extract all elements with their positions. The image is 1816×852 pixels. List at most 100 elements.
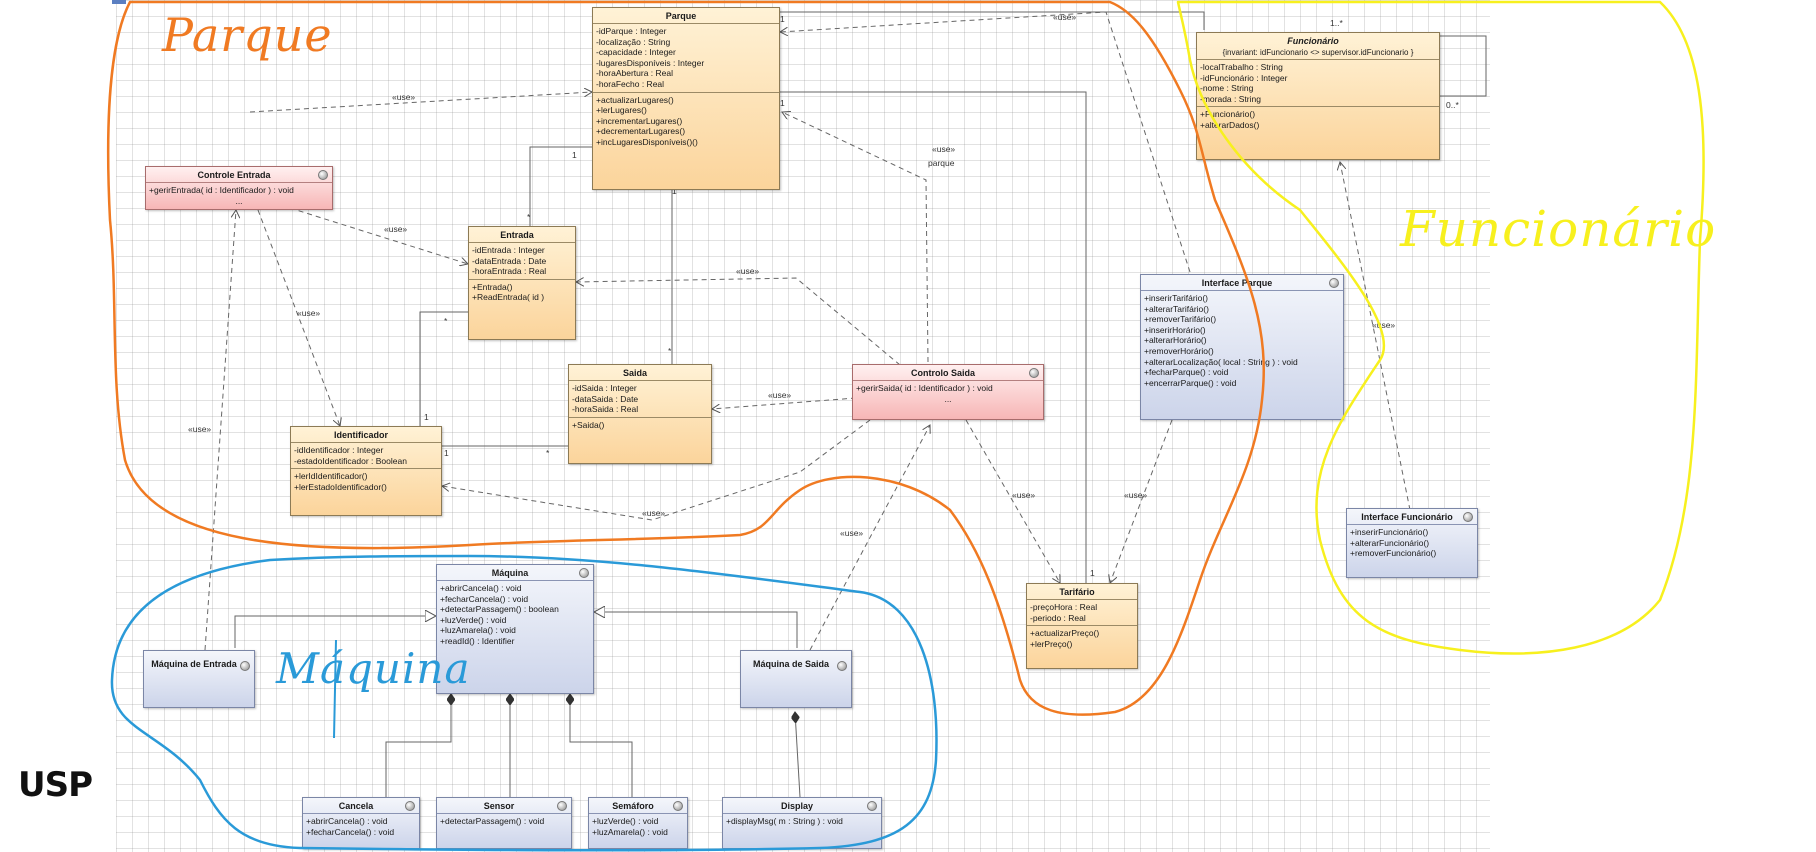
dep-controlosaida-parque bbox=[782, 112, 929, 363]
use-label: «use» bbox=[188, 424, 212, 434]
operation: +inserirTarifário() bbox=[1144, 293, 1208, 303]
dep-controlosaida-tarifario bbox=[965, 419, 1060, 583]
class-entrada[interactable]: Entrada -idEntrada : Integer -dataEntrad… bbox=[468, 226, 576, 340]
attributes-section: -idIdentificador : Integer -estadoIdenti… bbox=[291, 442, 441, 468]
class-maquina-entrada[interactable]: Máquina de Entrada bbox=[143, 650, 255, 708]
class-controle-entrada[interactable]: Controle Entrada +gerirEntrada( id : Ide… bbox=[145, 166, 333, 210]
operation: +luzAmarela() : void bbox=[592, 826, 668, 837]
class-name: Interface Funcionário bbox=[1361, 512, 1453, 522]
operation: +lerIdIdentificador() bbox=[294, 471, 368, 482]
dep-controlosaida-entrada bbox=[576, 278, 901, 366]
class-name: Parque bbox=[665, 11, 697, 21]
class-name: Funcionário bbox=[1287, 36, 1339, 46]
use-label: «use» bbox=[736, 266, 760, 276]
class-funcionario[interactable]: Funcionário {invariant: idFuncionario <>… bbox=[1196, 32, 1440, 160]
class-cancela[interactable]: Cancela +abrirCancela() : void +fecharCa… bbox=[302, 797, 420, 849]
multiplicity-label: 1..* bbox=[1330, 18, 1343, 28]
class-interface-funcionario[interactable]: Interface Funcionário +inserirFuncionári… bbox=[1346, 508, 1478, 578]
use-label: «use» bbox=[932, 144, 956, 154]
operation: +detectarPassagem() : boolean bbox=[440, 604, 559, 615]
class-parque[interactable]: Parque -idParque : Integer -localização … bbox=[592, 7, 780, 190]
class-controlo-saida[interactable]: Controlo Saida +gerirSaida( id : Identif… bbox=[852, 364, 1044, 420]
dep-controle-identificador bbox=[257, 209, 340, 426]
operation: +decrementarLugares() bbox=[596, 126, 686, 137]
handwritten-label-funcionario: Funcionário bbox=[1400, 200, 1717, 258]
operation: +Entrada() bbox=[472, 281, 513, 292]
use-label: «use» bbox=[642, 508, 666, 518]
operation: ... bbox=[235, 195, 243, 206]
use-label: «use» bbox=[840, 528, 864, 538]
class-name: Máquina bbox=[491, 568, 529, 578]
attribute: -idEntrada : Integer bbox=[472, 245, 545, 255]
attribute: -horaAbertura : Real bbox=[596, 68, 674, 79]
operations-section: +gerirEntrada( id : Identificador ) : vo… bbox=[146, 182, 332, 208]
multiplicity-label: 1 bbox=[780, 98, 785, 108]
operation: +lerPreço() bbox=[1030, 638, 1073, 649]
comp-display-maquinasaida bbox=[795, 712, 801, 798]
class-name: Saida bbox=[622, 368, 647, 378]
operation: +actualizarPreço() bbox=[1030, 628, 1100, 639]
class-saida[interactable]: Saida -idSaida : Integer -dataSaida : Da… bbox=[568, 364, 712, 464]
operation: +readId() : Identifier bbox=[440, 635, 515, 646]
class-name: Interface Parque bbox=[1201, 278, 1273, 288]
comp-cancela-maquina bbox=[385, 694, 451, 797]
multiplicity-label: 1 bbox=[1090, 568, 1095, 578]
attribute: -horaEntrada : Real bbox=[472, 266, 547, 277]
assoc-funcionario-self bbox=[1440, 35, 1487, 97]
attribute: -dataSaida : Date bbox=[572, 393, 639, 404]
operation: +displayMsg( m : String ) : void bbox=[726, 816, 843, 826]
class-interface-parque[interactable]: Interface Parque +inserirTarifário() +al… bbox=[1140, 274, 1344, 420]
attribute: -idIdentificador : Integer bbox=[294, 445, 384, 455]
handwritten-label-maquina: Máquina bbox=[276, 644, 471, 693]
class-name: Identificador bbox=[333, 430, 388, 440]
dep-maquinasaida-controlosaida bbox=[809, 425, 930, 651]
class-name: Display bbox=[780, 801, 813, 811]
class-name: Máquina de Saida bbox=[752, 659, 830, 669]
class-maquina-saida[interactable]: Máquina de Saida bbox=[740, 650, 852, 708]
yellow-region-outline bbox=[1176, 0, 1705, 655]
attribute: -periodo : Real bbox=[1030, 612, 1086, 623]
assoc-parque-tarifario bbox=[780, 91, 1087, 583]
operations-section: +abrirCancela() : void +fecharCancela() … bbox=[303, 813, 419, 839]
operation: +detectarPassagem() : void bbox=[440, 816, 545, 826]
dep-interfaceparque-tarifario bbox=[1110, 419, 1173, 583]
operations-section: +lerIdIdentificador() +lerEstadoIdentifi… bbox=[291, 468, 441, 494]
operations-section: +actualizarPreço() +lerPreço() bbox=[1027, 625, 1137, 651]
operation: +abrirCancela() : void bbox=[306, 816, 388, 826]
class-semaforo[interactable]: Semáforo +luzVerde() : void +luzAmarela(… bbox=[588, 797, 688, 849]
operation: +inserirHorário() bbox=[1144, 324, 1206, 335]
gen-maquinaentrada-maquina bbox=[234, 616, 436, 648]
operation: +inserirFuncionário() bbox=[1350, 527, 1429, 537]
multiplicity-label: * bbox=[668, 346, 672, 356]
operation: +fecharCancela() : void bbox=[306, 826, 395, 837]
use-label: «use» bbox=[1372, 320, 1396, 330]
operations-section: +Saida() bbox=[569, 416, 711, 433]
operation: +Saida() bbox=[572, 419, 605, 430]
attributes-section: -preçoHora : Real -periodo : Real bbox=[1027, 599, 1137, 625]
class-type-icon bbox=[867, 801, 877, 811]
attributes-section: -idEntrada : Integer -dataEntrada : Date… bbox=[469, 242, 575, 279]
operation: +gerirEntrada( id : Identificador ) : vo… bbox=[149, 185, 294, 195]
attribute: -morada : String bbox=[1200, 93, 1261, 104]
operation: +incLugaresDisponíveis()() bbox=[596, 136, 698, 147]
operation: +alterarTarifário() bbox=[1144, 303, 1209, 314]
class-type-icon bbox=[1463, 512, 1473, 522]
multiplicity-label: 1 bbox=[572, 150, 577, 160]
class-name: Controle Entrada bbox=[197, 170, 271, 180]
class-type-icon bbox=[837, 661, 847, 671]
class-identificador[interactable]: Identificador -idIdentificador : Integer… bbox=[290, 426, 442, 516]
class-maquina[interactable]: Máquina +abrirCancela() : void +fecharCa… bbox=[436, 564, 594, 694]
operation: +alterarHorário() bbox=[1144, 335, 1207, 346]
attribute: -idFuncionário : Integer bbox=[1200, 72, 1288, 83]
attribute: -preçoHora : Real bbox=[1030, 602, 1098, 612]
operation: +removerTarifário() bbox=[1144, 314, 1217, 325]
class-name: Controlo Saida bbox=[910, 368, 975, 378]
operation: +luzAmarela() : void bbox=[440, 625, 516, 636]
operations-section: +Entrada() +ReadEntrada( id ) bbox=[469, 278, 575, 305]
class-sensor[interactable]: Sensor +detectarPassagem() : void bbox=[436, 797, 572, 849]
operation: +luzVerde() : void bbox=[440, 614, 507, 625]
role-label-parque: parque bbox=[928, 158, 955, 168]
class-tarifario[interactable]: Tarifário -preçoHora : Real -periodo : R… bbox=[1026, 583, 1138, 669]
